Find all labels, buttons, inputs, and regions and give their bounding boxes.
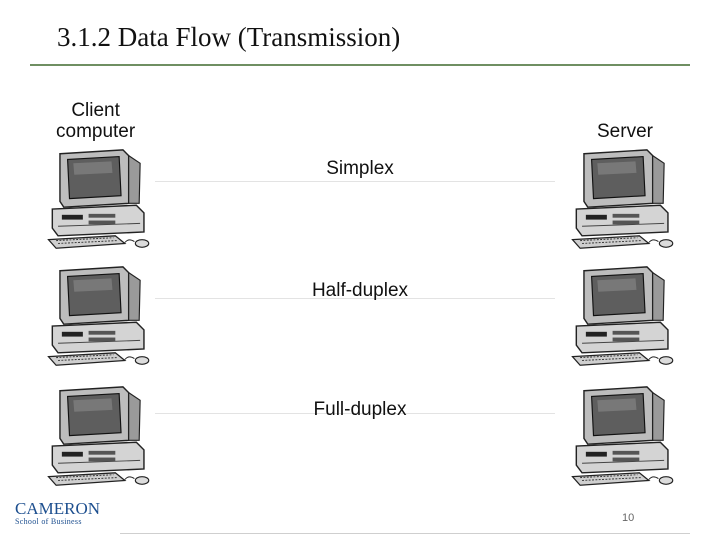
full-duplex-link-line [155,413,555,414]
client-label-line1: Client [71,100,120,121]
client-label-line2: computer [56,121,136,142]
logo-main-text: CAMERON [15,499,101,518]
server-computer-icon [571,386,674,486]
half-duplex-link-line [155,298,555,299]
footer-divider [120,533,690,534]
full-duplex-label: Full-duplex [313,399,407,420]
cameron-logo: CAMERON School of Business [15,500,100,526]
server-label: Server [597,121,653,142]
page-number: 10 [622,512,635,524]
client-computer-label: Client computer [56,100,135,142]
server-computer-icon [571,149,674,249]
half-duplex-label: Half-duplex [311,280,409,301]
simplex-label: Simplex [326,158,394,179]
simplex-link-line [155,181,555,182]
server-computer-icon [571,266,674,366]
title-divider [30,64,690,66]
logo-sub-text: School of Business [15,517,82,526]
slide-title: 3.1.2 Data Flow (Transmission) [57,22,401,52]
